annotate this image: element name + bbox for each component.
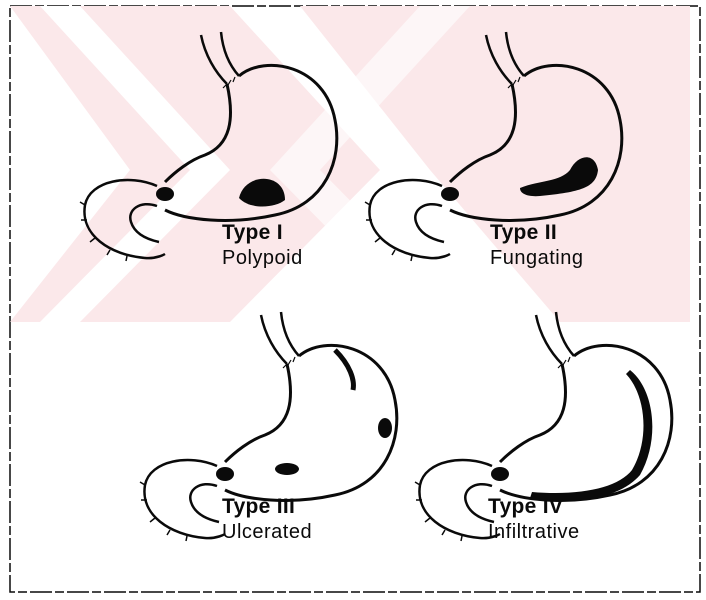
type-ii-label: Type II <box>490 222 557 243</box>
type-iv-label: Type IV <box>488 496 563 517</box>
type-iii-label: Type III <box>222 496 295 517</box>
infiltrative-thickening <box>530 370 652 500</box>
type-iii-name: Ulcerated <box>222 522 312 542</box>
ulcer-lesion-2 <box>378 418 392 438</box>
type-i-label: Type I <box>222 222 283 243</box>
type-ii-name: Fungating <box>490 248 583 268</box>
ulcer-lesion-1 <box>275 463 299 475</box>
type-i-name: Polypoid <box>222 248 303 268</box>
type-iv-name: Infiltrative <box>488 522 580 542</box>
